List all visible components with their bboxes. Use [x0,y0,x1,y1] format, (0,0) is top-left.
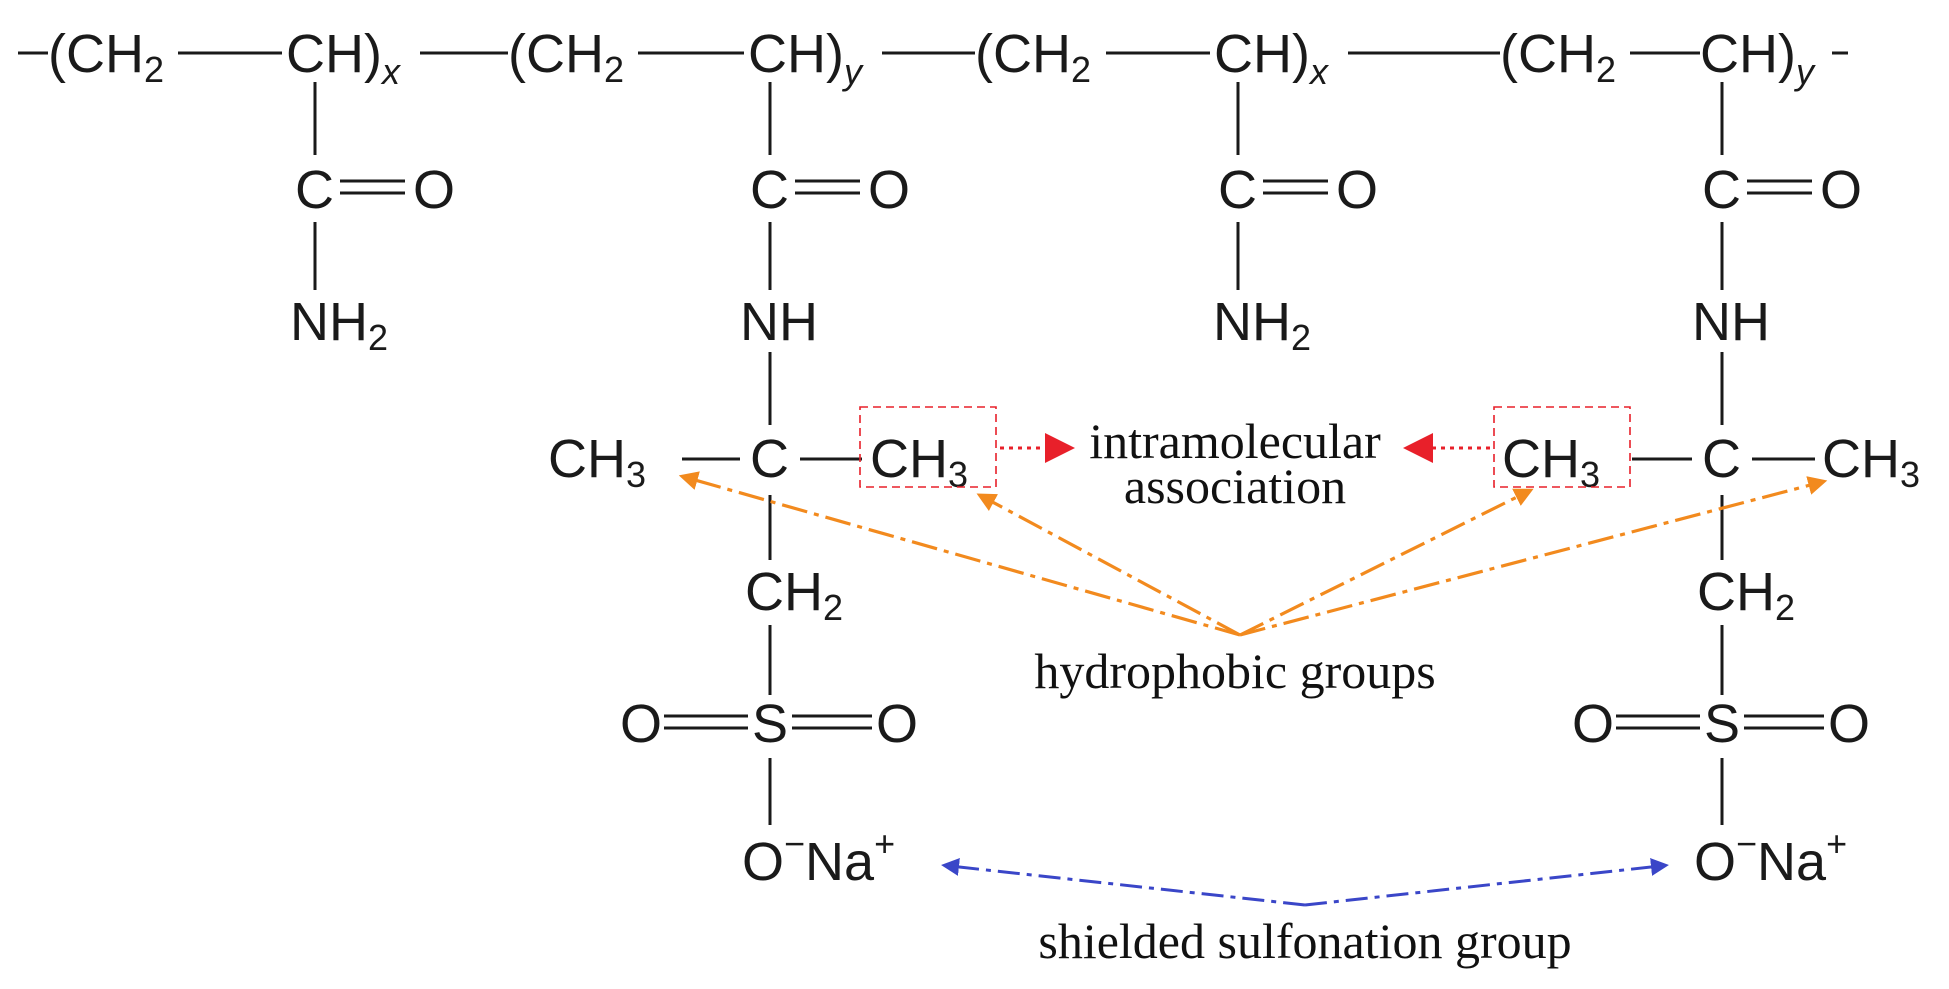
hydrophobic-highlight-box [859,406,997,488]
amine-group: NH2 [1213,292,1311,358]
carbonyl-oxygen: O [868,160,910,220]
backbone-ch2-group: (CH2 [1500,24,1616,90]
hydrophobic-arrow [1239,476,1828,637]
imine-group: NH [740,292,818,352]
hydrophobic-groups-label: hydrophobic groups [1034,643,1435,699]
sulfur-atom: S [752,694,788,754]
annotation-intramolecular: intramolecular association [1000,413,1490,514]
association-label: association [1124,458,1346,514]
hydrophobic-arrow [1239,488,1534,637]
acrylamide-pendant: C O NH2 [1213,82,1378,358]
shielded-arrow-left [941,858,1306,907]
polymer-backbone: (CH2 CH)x (CH2 CH)y (CH2 CH)x (CH2 CH)y [18,24,1848,92]
hydrophobic-arrow [678,471,1241,637]
quaternary-carbon: C [750,429,789,489]
acrylamide-pendant: C O NH2 [290,82,455,358]
backbone-ch-group: CH)x [1214,24,1330,92]
carbonyl-carbon: C [295,160,334,220]
backbone-ch2-group: (CH2 [48,24,164,90]
intramolecular-label: intramolecular [1089,413,1381,469]
backbone-ch-group: CH)y [748,24,864,92]
carbonyl-oxygen: O [413,160,455,220]
sulfonate-oxygen: O [1828,694,1870,754]
sulfonate-oxygen: O [876,694,918,754]
amps-pendant-right: C O NH CH3 C CH3 CH2 O S O O−Na+ [1493,82,1920,892]
carbonyl-oxygen: O [1336,160,1378,220]
carbonyl-carbon: C [750,160,789,220]
methylene-group: CH2 [1697,562,1795,628]
methyl-group-highlighted: CH3 [1502,429,1600,495]
backbone-ch-group: CH)x [286,24,402,92]
hydrophobic-arrow [976,493,1241,637]
imine-group: NH [1692,292,1770,352]
amine-group: NH2 [290,292,388,358]
carbonyl-oxygen: O [1820,160,1862,220]
quaternary-carbon: C [1702,429,1741,489]
hydrophobic-highlight-box [1493,406,1631,488]
backbone-ch-group: CH)y [1700,24,1816,92]
annotation-shielded: shielded sulfonation group [941,858,1669,969]
annotation-hydrophobic: hydrophobic groups [678,471,1828,699]
methylene-group: CH2 [745,562,843,628]
sulfur-atom: S [1704,694,1740,754]
backbone-ch2-group: (CH2 [975,24,1091,90]
sodium-sulfonate: O−Na+ [742,823,895,892]
shielded-sulfonation-label: shielded sulfonation group [1038,913,1571,969]
amps-pendant-left: C O NH CH3 C CH3 CH2 O S O O−Na+ [548,82,997,892]
methyl-group-highlighted: CH3 [870,429,968,495]
sodium-sulfonate: O−Na+ [1694,823,1847,892]
carbonyl-carbon: C [1702,160,1741,220]
sulfonate-oxygen: O [1572,694,1614,754]
methyl-group: CH3 [548,429,646,495]
carbonyl-carbon: C [1218,160,1257,220]
sulfonate-oxygen: O [620,694,662,754]
backbone-ch2-group: (CH2 [508,24,624,90]
shielded-arrow-right [1304,858,1669,907]
methyl-group: CH3 [1822,429,1920,495]
